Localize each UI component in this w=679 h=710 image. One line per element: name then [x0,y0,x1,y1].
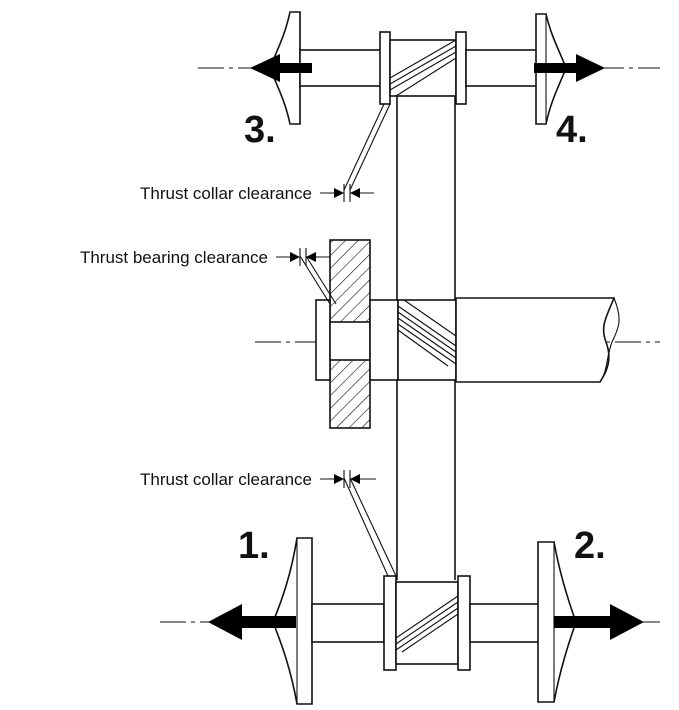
top-left-shaft [299,49,383,87]
clearance-marker-bearing [276,248,330,266]
label-thrust-bearing: Thrust bearing clearance [80,248,268,267]
bottom-right-collar [457,575,471,671]
bearing-shaft-stub [329,321,371,361]
top-right-arrow [534,54,605,82]
label-thrust-collar-bottom: Thrust collar clearance [140,470,312,489]
bearing-plate-left [315,299,331,381]
bottom-right-shaft [469,603,541,643]
top-left-arrow [250,54,312,82]
number-4: 4. [556,109,588,151]
top-pinion-teeth [389,39,457,97]
bottom-right-arrow [554,604,644,640]
bottom-left-arrow [208,604,296,640]
clearance-marker-top [320,184,374,202]
top-pinion-body [389,39,457,97]
bottom-pinion-teeth [395,595,459,653]
bottom-left-collar [383,575,397,671]
bottom-pinion-assembly [160,537,660,705]
label-thrust-collar-top: Thrust collar clearance [140,184,312,203]
number-3: 3. [244,109,276,151]
bottom-left-shaft [311,603,385,643]
number-1: 1. [238,525,270,567]
bearing-plate-right [369,299,399,381]
drive-shaft [455,297,616,383]
clearance-marker-bottom [320,470,376,488]
top-right-shaft [465,49,545,87]
bull-gear-teeth [397,299,457,367]
number-2: 2. [574,525,606,567]
leader-lines [299,103,397,577]
top-right-collar [455,31,467,105]
top-pinion-assembly [198,11,660,125]
top-left-collar [379,31,391,105]
bull-gear-assembly [255,96,660,580]
